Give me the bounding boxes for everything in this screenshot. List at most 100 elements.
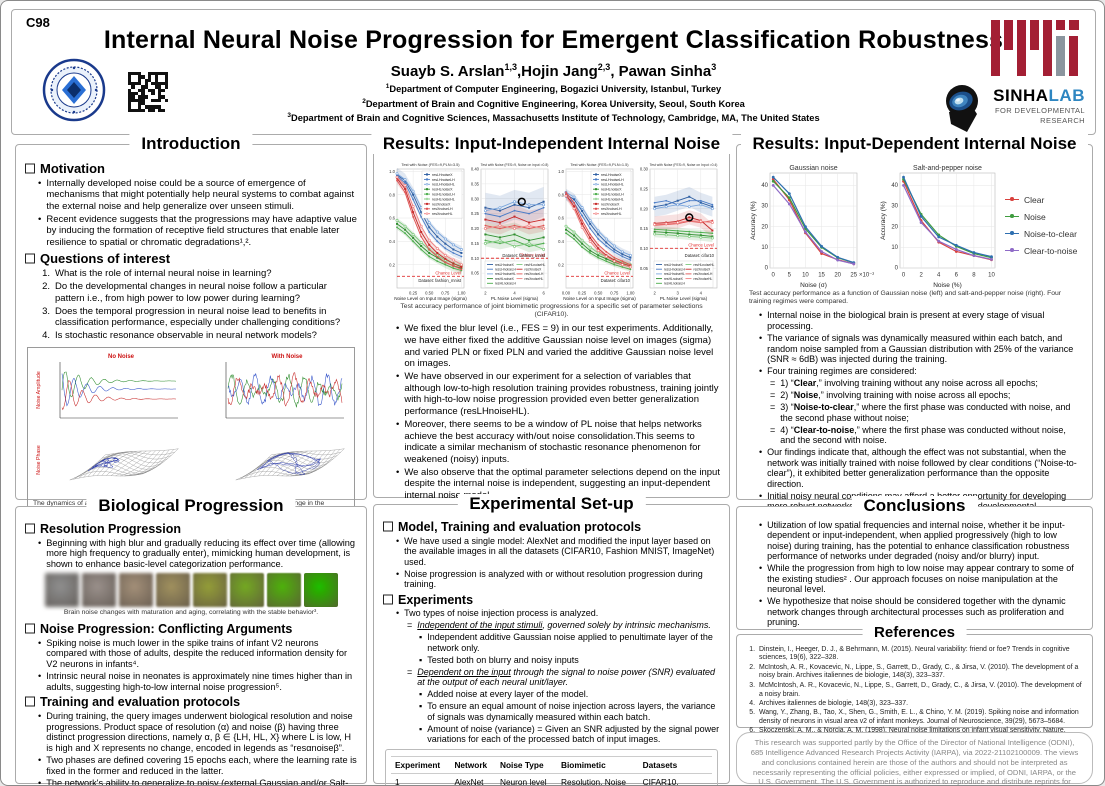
svg-text:Gaussian noise: Gaussian noise [789, 165, 837, 172]
svg-text:resLHnoiseHL: resLHnoiseHL [664, 272, 685, 276]
svg-text:30: 30 [761, 204, 768, 210]
author-3: , Pawan Sinha [610, 63, 712, 80]
svg-text:1.00: 1.00 [626, 291, 635, 296]
svg-text:0: 0 [901, 273, 905, 279]
reference-item: 1.Dinstein, I., Heeger, D. J., & Behrman… [749, 645, 1070, 662]
svg-text:resHLnoiseX: resHLnoiseX [601, 188, 622, 192]
regime-item: =4) “Clear-to-noise,” where the first ph… [770, 424, 1066, 446]
svg-text:Dataset: fashion_mnist: Dataset: fashion_mnist [418, 278, 461, 283]
bullet: •Two phases are defined covering 15 epoc… [38, 755, 357, 776]
maturation-tile [44, 572, 79, 607]
maturation-image-strip [25, 572, 357, 607]
svg-text:resHLnoiseHL: resHLnoiseHL [601, 197, 624, 201]
svg-text:0.05: 0.05 [640, 266, 649, 271]
bullet: •We fixed the blur level (i.e., FES = 9)… [396, 323, 714, 370]
svg-text:resHLnoiseHL: resHLnoiseHL [432, 197, 455, 201]
svg-text:resXnoiseLH: resXnoiseLH [432, 207, 453, 211]
svg-text:1.0: 1.0 [558, 169, 564, 174]
svg-text:0.6: 0.6 [558, 216, 564, 221]
section-biological-progression: Biological Progression Resolution Progre… [15, 496, 367, 786]
svg-text:PL Noise Level (sigma): PL Noise Level (sigma) [660, 296, 708, 301]
regime-item: =2) “Noise,” involving training with noi… [770, 390, 1011, 401]
maturation-tile [229, 572, 264, 607]
qr-code [128, 72, 168, 112]
svg-text:Noise (%): Noise (%) [933, 282, 962, 289]
section-results-input-independent: Results: Input-Independent Internal Nois… [370, 134, 733, 501]
svg-text:40: 40 [891, 183, 898, 189]
svg-text:0: 0 [765, 266, 769, 272]
svg-text:Chance Level: Chance Level [435, 270, 461, 275]
strip-caption: Brain noise changes with maturation and … [63, 608, 319, 616]
bullet: •We have observed in our experiment for … [396, 371, 719, 418]
svg-text:Test with Noise (FES=9, Noise: Test with Noise (FES=9, Noise on input =… [481, 163, 549, 167]
bullet: •Four training regimes are considered: [759, 366, 917, 377]
svg-text:10: 10 [891, 245, 898, 251]
svg-text:resLHnoiseX: resLHnoiseX [432, 173, 453, 177]
heading-training-protocols: Training and evaluation protocols [25, 695, 357, 709]
svg-text:resHLnoiseX: resHLnoiseX [495, 277, 515, 281]
svg-text:1.0: 1.0 [389, 169, 395, 174]
svg-text:Dataset: cifar10: Dataset: cifar10 [685, 253, 715, 258]
svg-text:8: 8 [972, 273, 976, 279]
question-item: 1.What is the role of internal neural no… [42, 267, 272, 279]
svg-text:0.15: 0.15 [640, 226, 649, 231]
svg-text:resXnoiseLH: resXnoiseLH [525, 272, 544, 276]
svg-text:0.75: 0.75 [610, 291, 619, 296]
svg-text:resXnoiseX: resXnoiseX [432, 202, 451, 206]
svg-text:resXnoiseHL: resXnoiseHL [693, 277, 712, 281]
section-title-references: References [862, 624, 967, 641]
page-title: Internal Neural Noise Progression for Em… [103, 26, 1004, 54]
bullet: •Moreover, there seems to be a window of… [396, 419, 702, 465]
svg-text:0.05: 0.05 [471, 271, 480, 276]
author-2: ,Hojin Jang [516, 63, 598, 80]
svg-text:resLHnoiseX: resLHnoiseX [664, 263, 684, 267]
svg-text:20: 20 [834, 273, 841, 279]
svg-text:Noise (σ): Noise (σ) [800, 282, 827, 289]
svg-text:Accuracy (%): Accuracy (%) [750, 201, 757, 240]
svg-text:resHLnoiseHL: resHLnoiseHL [525, 263, 546, 267]
sub-bullet: ▪Independent additive Gaussian noise app… [419, 632, 713, 653]
question-item: 4.Is stochastic resonance observable in … [42, 330, 317, 342]
svg-text:6: 6 [954, 273, 958, 279]
section-references: References 1.Dinstein, I., Heeger, D. J.… [736, 624, 1093, 743]
heading-experiments: Experiments [383, 593, 720, 607]
svg-text:resXnoiseHL: resXnoiseHL [525, 277, 544, 281]
bullet: •Internally developed noise could be a s… [38, 177, 355, 212]
reference-item: 3.McMcIntosh, A. R., Kovacevic, N., Lipp… [749, 681, 1082, 698]
funding-text: This research was supported partly by th… [750, 738, 1079, 786]
svg-text:2: 2 [485, 291, 488, 296]
svg-text:0.30: 0.30 [640, 167, 649, 172]
svg-text:10: 10 [761, 245, 768, 251]
svg-text:Dataset: fashion_mnist: Dataset: fashion_mnist [503, 253, 546, 258]
svg-text:0.50: 0.50 [594, 291, 603, 296]
author-3-sup: 3 [711, 62, 717, 72]
bullet: •Utilization of low spatial frequencies … [759, 519, 1070, 562]
svg-text:resXnoiseLH: resXnoiseLH [601, 207, 622, 211]
svg-text:0.10: 0.10 [640, 246, 649, 251]
section-title-results-dependent: Results: Input-Dependent Internal Noise [740, 134, 1089, 154]
svg-text:Noise Level on Input Image (si: Noise Level on Input Image (sigma) [394, 296, 467, 301]
svg-text:10: 10 [802, 273, 809, 279]
svg-text:0.25: 0.25 [640, 186, 649, 191]
bullet: •The network's ability to generalize to … [38, 777, 349, 786]
svg-text:No Noise: No Noise [108, 354, 135, 360]
svg-text:resLHnoiseLH: resLHnoiseLH [664, 268, 686, 272]
checkbox-icon [25, 623, 35, 634]
svg-text:Noise Amplitude: Noise Amplitude [36, 371, 42, 409]
mit-logo [991, 20, 1079, 76]
legend-item: Clear [1005, 195, 1083, 205]
author-1: Suayb S. Arslan [390, 63, 505, 80]
svg-text:0.25: 0.25 [471, 211, 480, 216]
svg-text:resXnoiseHL: resXnoiseHL [601, 212, 622, 216]
regime-item: =3) “Noise-to-clear,” where the first ph… [770, 402, 1071, 423]
svg-text:resHLnoiseLH: resHLnoiseLH [664, 282, 686, 286]
funding-note: This research was supported partly by th… [736, 732, 1093, 786]
